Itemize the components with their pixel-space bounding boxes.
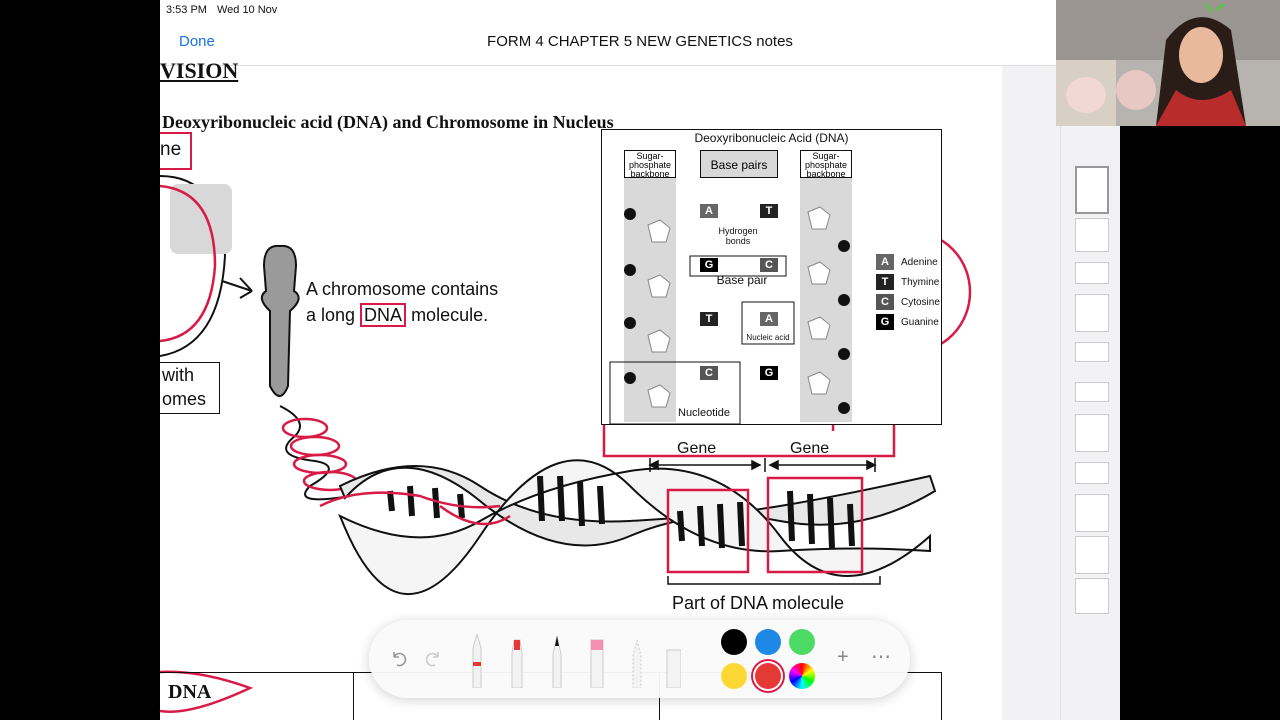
marker-tool-icon[interactable] (509, 634, 525, 688)
ruler-tool-icon[interactable] (665, 634, 681, 688)
partial-label-box: with omes (160, 362, 220, 414)
done-button[interactable]: Done (179, 33, 215, 50)
dna-structure-panel: Deoxyribonucleic Acid (DNA) Sugar-phosph… (601, 129, 942, 425)
page-thumbnails (1060, 66, 1120, 720)
document-title: FORM 4 CHAPTER 5 NEW GENETICS notes (487, 33, 793, 50)
partial-label-top: ne (160, 132, 192, 170)
markup-toolbar: + ⋯ (369, 620, 910, 698)
presenter-video (1056, 0, 1280, 126)
caption-pre: a long (306, 305, 361, 325)
thumbnail-page-4[interactable] (1075, 294, 1109, 332)
thumbnail-page-8[interactable] (1075, 462, 1109, 484)
thumbnail-page-3[interactable] (1075, 262, 1109, 284)
legend-name: Guanine (901, 316, 939, 328)
gene-label-2: Gene (790, 440, 830, 457)
partial-label-line1: with (162, 365, 195, 385)
thumbnail-page-2[interactable] (1075, 218, 1109, 252)
chromosome-caption-line2: a long DNA molecule. (306, 302, 498, 328)
color-green[interactable] (789, 629, 815, 655)
color-blue[interactable] (755, 629, 781, 655)
webcam-overlay (1056, 0, 1280, 126)
thumbnail-page-1[interactable] (1075, 166, 1109, 214)
base-pair-2-right: C (760, 258, 778, 272)
header-backbone-right: Sugar-phosphate backbone (800, 150, 852, 179)
lasso-tool-icon[interactable] (629, 634, 645, 688)
hydrogen-bonds-label: Hydrogen bonds (718, 226, 758, 246)
partial-heading: VISION (160, 58, 239, 83)
pen-tool-icon[interactable] (469, 634, 485, 688)
legend-swatch: A (876, 254, 894, 270)
legend-adenine: A Adenine (876, 252, 940, 272)
nucleic-acid-label: Nucleic acid (746, 333, 790, 342)
color-black[interactable] (721, 629, 747, 655)
color-picker-wheel[interactable] (789, 663, 815, 689)
thumbnail-page-11[interactable] (1075, 578, 1109, 614)
thumbnail-page-6[interactable] (1075, 382, 1109, 402)
legend-name: Cytosine (901, 296, 940, 308)
caption-boxed-dna: DNA (360, 303, 407, 327)
base-pair-2-left: G (700, 258, 718, 272)
undo-icon[interactable] (389, 649, 409, 669)
dna-ladder (609, 178, 852, 425)
legend-cytosine: C Cytosine (876, 292, 940, 312)
base-pair-3-left: T (700, 312, 718, 326)
dna-panel-title: Deoxyribonucleic Acid (DNA) (694, 131, 849, 145)
nav-bar: Done FORM 4 CHAPTER 5 NEW GENETICS notes (160, 20, 1120, 66)
legend-guanine: G Guanine (876, 312, 940, 332)
legend-swatch: G (876, 314, 894, 330)
section-heading: Deoxyribonucleic acid (DNA) and Chromoso… (162, 112, 614, 132)
nucleotide-label: Nucleotide (678, 407, 730, 419)
table-cell-dna-label: DNA (168, 681, 212, 703)
add-button[interactable]: + (837, 646, 849, 668)
base-pair-1-right: T (760, 204, 778, 218)
legend-swatch: C (876, 294, 894, 310)
thumbnail-page-10[interactable] (1075, 536, 1109, 574)
legend-name: Thymine (901, 276, 940, 288)
thumbnail-page-7[interactable] (1075, 414, 1109, 452)
base-pair-label: Base pair (716, 273, 768, 287)
color-red[interactable] (755, 663, 781, 689)
gene-label-1: Gene (677, 440, 717, 457)
status-bar: 3:53 PM Wed 10 Nov (160, 0, 1120, 20)
document-page[interactable]: VISION Deoxyribonucleic acid (DNA) and C… (160, 58, 1002, 720)
base-pair-1-left: A (700, 204, 718, 218)
thumbnail-page-5[interactable] (1075, 342, 1109, 362)
color-yellow[interactable] (721, 663, 747, 689)
header-base-pairs: Base pairs (700, 150, 778, 178)
base-legend: A Adenine T Thymine C Cytosine G Guanine (876, 252, 940, 332)
caption-post: molecule. (406, 305, 489, 325)
legend-name: Adenine (901, 256, 938, 268)
ipad-screen: 3:53 PM Wed 10 Nov Done FORM 4 CHAPTER 5… (160, 0, 1120, 720)
eraser-tool-icon[interactable] (589, 634, 605, 688)
thumbnail-page-9[interactable] (1075, 494, 1109, 532)
dna-part-label: Part of DNA molecule (672, 593, 845, 613)
header-backbone-left: Sugar-phosphate backbone (624, 150, 676, 179)
partial-label-line2: omes (162, 389, 207, 409)
table-cell-right (660, 673, 942, 720)
legend-thymine: T Thymine (876, 272, 940, 292)
more-button[interactable]: ⋯ (871, 646, 891, 668)
table-cell-dna: DNA (160, 673, 354, 720)
chromosome-caption: A chromosome contains a long DNA molecul… (306, 276, 498, 328)
base-pair-4-right: G (760, 366, 778, 380)
base-pair-3-right: A (760, 312, 778, 326)
pencil-tool-icon[interactable] (549, 634, 565, 688)
redo-icon[interactable] (423, 649, 443, 669)
status-date: Wed 10 Nov (216, 4, 278, 16)
status-time: 3:53 PM (166, 4, 207, 16)
legend-swatch: T (876, 274, 894, 290)
chromosome-caption-line1: A chromosome contains (306, 279, 499, 299)
base-pair-4-left: C (700, 366, 718, 380)
